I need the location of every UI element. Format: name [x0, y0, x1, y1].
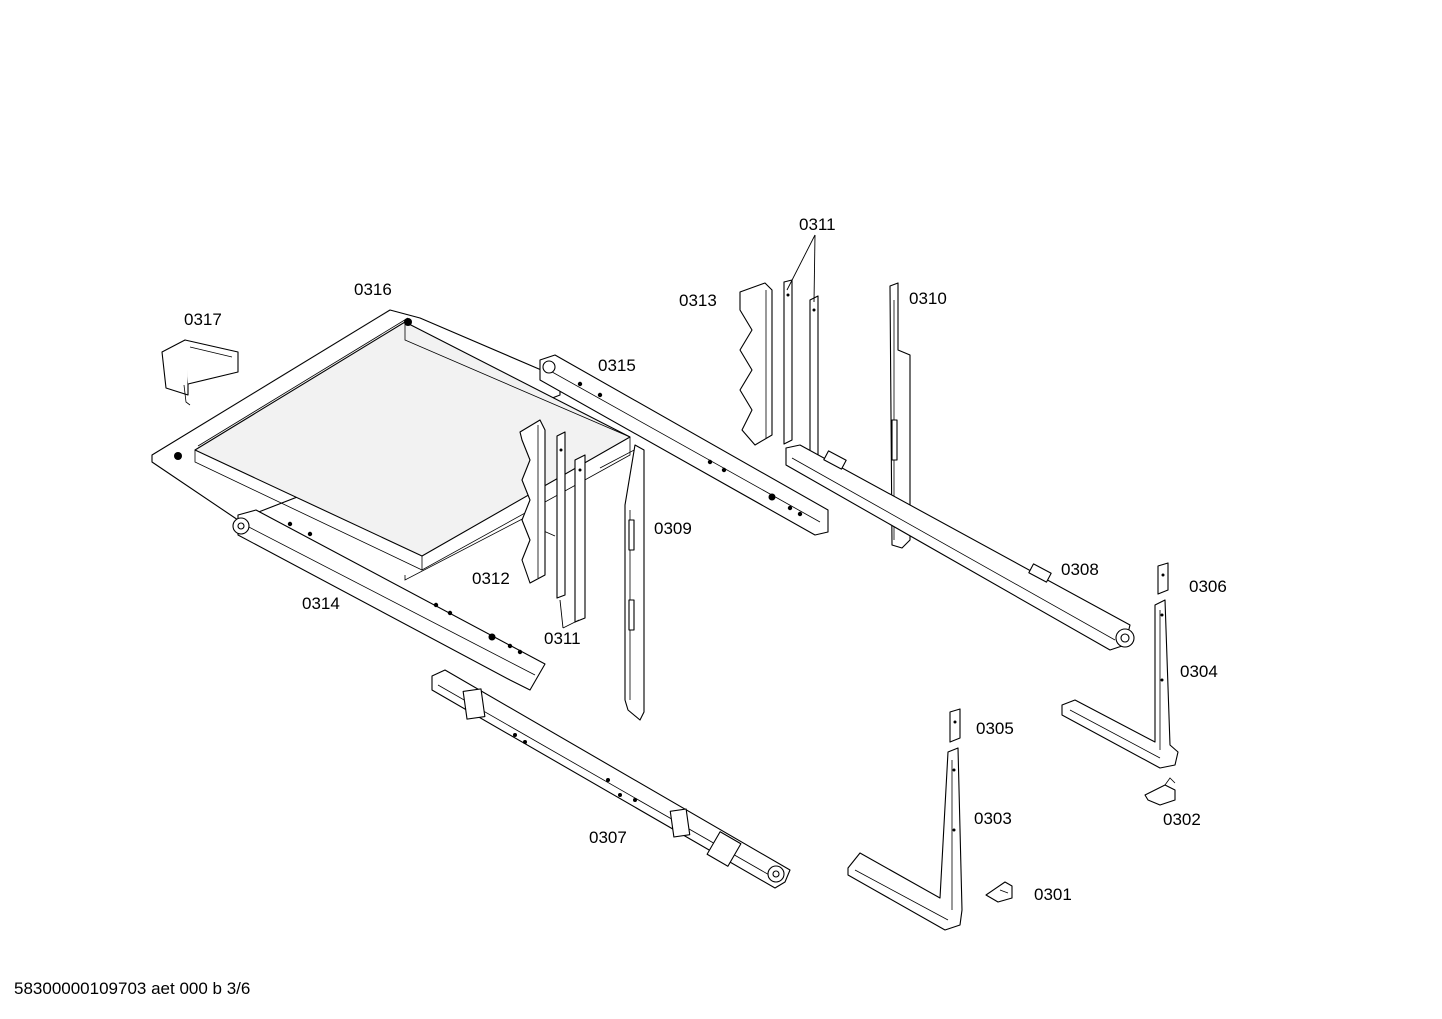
- part-0308-rail: [785, 444, 1135, 651]
- part-0311-strips-right: [783, 279, 819, 459]
- label-0310: 0310: [909, 289, 947, 308]
- label-0311-top: 0311: [799, 215, 836, 234]
- part-0317-bracket: [161, 339, 239, 406]
- part-0305-clip: [949, 708, 961, 743]
- part-0313-rack: [739, 282, 773, 446]
- part-0307-rail: [431, 669, 791, 889]
- label-0308: 0308: [1061, 560, 1099, 579]
- label-0316: 0316: [354, 280, 392, 299]
- part-0301-clip: [985, 881, 1013, 903]
- label-0311-bottom: 0311: [544, 629, 581, 648]
- part-0315-rail: [539, 354, 829, 536]
- part-0314-rail: [232, 509, 546, 691]
- part-labels: 0301 0302 0303 0304 0305 0306 0307 0308 …: [184, 215, 1227, 904]
- part-0310-runner: [889, 282, 911, 549]
- part-0306-clip: [1157, 562, 1169, 595]
- label-0303: 0303: [974, 809, 1012, 828]
- label-0307: 0307: [589, 828, 627, 847]
- label-0304: 0304: [1180, 662, 1218, 681]
- leader-lines: [559, 234, 816, 629]
- label-0315: 0315: [598, 356, 636, 375]
- label-0317: 0317: [184, 310, 222, 329]
- label-0302: 0302: [1163, 810, 1201, 829]
- label-0309: 0309: [654, 519, 692, 538]
- part-0311-strips-left: [556, 431, 586, 623]
- label-0305: 0305: [976, 719, 1014, 738]
- label-0306: 0306: [1189, 577, 1227, 596]
- label-0313: 0313: [679, 291, 717, 310]
- part-0302-clip: [1144, 777, 1176, 806]
- part-0304-bracket: [1061, 599, 1179, 769]
- label-0301: 0301: [1034, 885, 1072, 904]
- document-footer-code: 58300000109703 aet 000 b 3/6: [14, 979, 251, 998]
- part-0312-rack: [519, 419, 546, 584]
- part-0303-bracket: [847, 747, 963, 931]
- label-0314: 0314: [302, 594, 340, 613]
- label-0312: 0312: [472, 569, 510, 588]
- part-0309-runner: [624, 444, 645, 721]
